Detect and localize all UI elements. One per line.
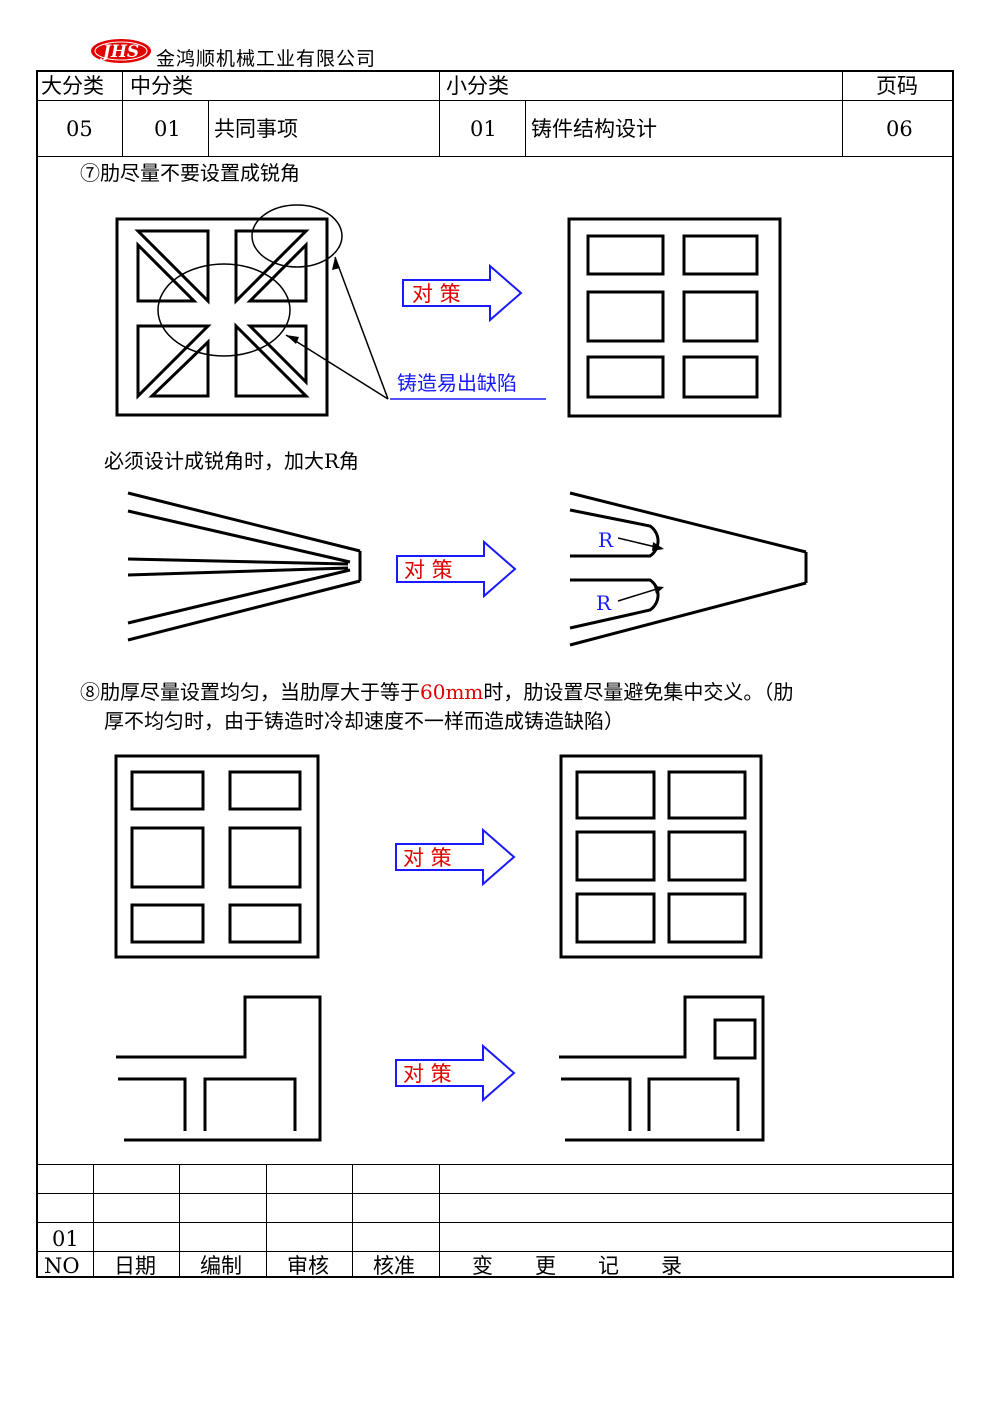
document-frame — [36, 70, 954, 1278]
rounded-v-figure: R R — [569, 491, 808, 647]
footer-col — [179, 1164, 180, 1278]
footer-col — [93, 1164, 94, 1278]
footer-line — [37, 1251, 953, 1252]
label-minor: 小分类 — [446, 74, 509, 98]
thickness-value: 60mm — [420, 680, 484, 704]
value-minor-code: 01 — [470, 117, 497, 141]
defect-label: 铸造易出缺陷 — [397, 371, 517, 395]
countermeasure-label: 对 策 — [403, 1062, 452, 1086]
countermeasure-label: 对 策 — [403, 846, 452, 870]
countermeasure-label: 对 策 — [412, 282, 461, 306]
footer-line — [37, 1164, 953, 1165]
footer-date: 日期 — [114, 1254, 156, 1278]
footer-review: 审核 — [287, 1254, 329, 1278]
footer-no: NO_ — [44, 1254, 91, 1278]
value-minor-name: 铸件结构设计 — [531, 117, 657, 141]
col-line — [439, 71, 440, 157]
logo-text: JHS — [100, 42, 139, 62]
footer-line — [37, 1193, 953, 1194]
section8-line2: 厚不均匀时，由于铸造时冷却速度不一样而造成铸造缺陷） — [104, 709, 624, 733]
footer-edit: 编制 — [200, 1254, 242, 1278]
footer-change-record: 变 更 记 录 — [472, 1254, 682, 1278]
header-divider — [37, 100, 953, 101]
label-page: 页码 — [876, 74, 918, 98]
section8-text: 时，肋设置尽量避免集中交义。（肋 — [483, 680, 794, 704]
company-logo: JHS — [91, 39, 151, 63]
footer-approve: 核准 — [373, 1254, 415, 1278]
value-middle-name: 共同事项 — [214, 117, 298, 141]
label-major: 大分类 — [41, 74, 104, 98]
countermeasure-arrow: 对 策 — [396, 539, 517, 599]
footer-col — [266, 1164, 267, 1278]
uniform-junction-figure — [559, 995, 765, 1142]
r-label: R — [596, 591, 612, 615]
r-label: R — [598, 528, 614, 552]
uneven-grid-figure — [114, 754, 320, 959]
col-line — [208, 101, 209, 157]
section7-title: ⑦肋尽量不要设置成锐角 — [80, 161, 300, 185]
countermeasure-label: 对 策 — [404, 558, 453, 582]
thick-junction-figure — [116, 995, 322, 1142]
col-line — [842, 71, 843, 157]
col-line — [525, 101, 526, 157]
improved-grid-figure — [567, 217, 782, 418]
company-name: 金鸿顺机械工业有限公司 — [156, 48, 377, 70]
countermeasure-arrow: 对 策 — [395, 827, 516, 887]
section7-subtitle: 必须设计成锐角时，加大R角 — [104, 449, 360, 473]
acute-rib-figure: 铸造易出缺陷 — [115, 204, 546, 417]
section8-line1: ⑧肋厚尽量设置均匀，当肋厚大于等于60mm时，肋设置尽量避免集中交义。（肋 — [80, 677, 793, 707]
sharp-v-figure — [127, 491, 362, 642]
footer-col — [439, 1164, 440, 1278]
countermeasure-arrow: 对 策 — [395, 1043, 516, 1103]
label-middle: 中分类 — [130, 74, 193, 98]
footer-row-number: 01 — [52, 1227, 79, 1251]
even-grid-figure — [559, 754, 763, 959]
header-bottom — [37, 156, 953, 157]
footer-line — [37, 1222, 953, 1223]
col-line — [122, 71, 123, 157]
section8-text: ⑧肋厚尽量设置均匀，当肋厚大于等于 — [80, 680, 420, 704]
footer-col — [352, 1164, 353, 1278]
value-page: 06 — [886, 117, 913, 141]
countermeasure-arrow: 对 策 — [402, 263, 523, 323]
value-middle-code: 01 — [154, 117, 181, 141]
value-major: 05 — [66, 117, 93, 141]
